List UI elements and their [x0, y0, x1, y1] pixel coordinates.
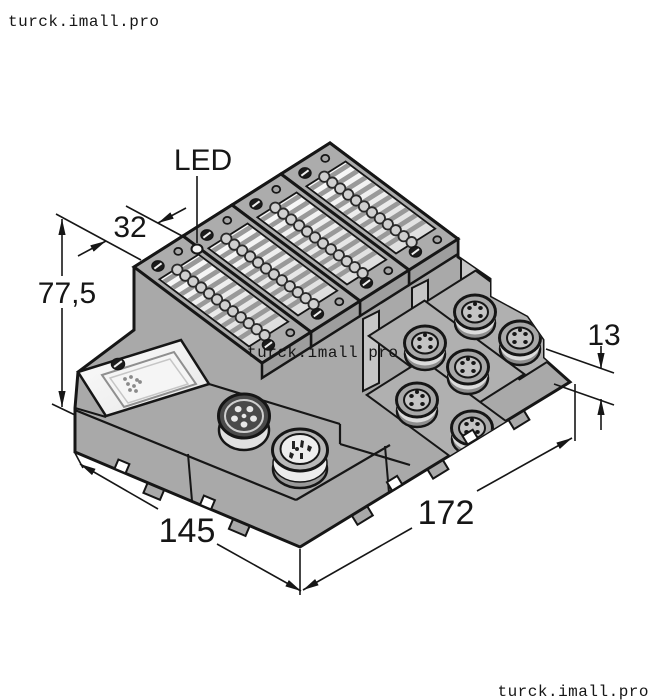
rail-notch	[198, 494, 217, 511]
dim-145-value: 145	[159, 512, 216, 550]
m12-connector	[446, 348, 490, 396]
m12-connector	[395, 381, 439, 429]
label-window	[100, 350, 198, 409]
dimension-rail-height: 13	[545, 319, 621, 430]
dimension-width: 172	[302, 384, 576, 591]
m12-bus-connector-male	[271, 427, 329, 490]
dimension-module-width: 32	[55, 205, 187, 261]
io-station-isometric-drawing	[73, 141, 573, 549]
connector-pin	[292, 441, 295, 449]
terminal-module-2	[229, 172, 412, 319]
dimension-overall-height: 77,5	[38, 219, 96, 416]
watermark-top-left: turck.imall.pro	[8, 13, 160, 31]
dim-13-value: 13	[587, 319, 620, 352]
rail-notch	[113, 458, 131, 475]
terminal-module-1	[180, 203, 363, 350]
led-callout: LED	[174, 144, 232, 243]
connector-pin	[289, 452, 294, 459]
connector-pin	[300, 440, 304, 448]
led-label: LED	[174, 144, 232, 177]
dimension-depth: 145	[74, 452, 302, 595]
watermark-center: turck.imall.pro	[247, 344, 399, 362]
terminal-module-3	[278, 141, 461, 288]
m12-connector	[453, 293, 497, 341]
connector-pin	[307, 445, 312, 452]
connector-pin	[300, 453, 303, 459]
watermark-bottom-right: turck.imall.pro	[497, 683, 649, 700]
label-window-inner	[108, 358, 190, 404]
m12-connector	[403, 324, 447, 372]
led-indicator	[190, 243, 204, 255]
dim-172-value: 172	[418, 494, 475, 532]
dim-77-5-value: 77,5	[38, 277, 96, 310]
rail-notch	[461, 428, 480, 446]
m12-bus-connector-female	[217, 392, 271, 452]
dim-32-value: 32	[113, 211, 146, 244]
rail-notch	[385, 474, 404, 493]
m12-connector	[498, 319, 542, 367]
gateway-label-plate	[76, 338, 211, 418]
terminal-module-0	[131, 234, 314, 381]
